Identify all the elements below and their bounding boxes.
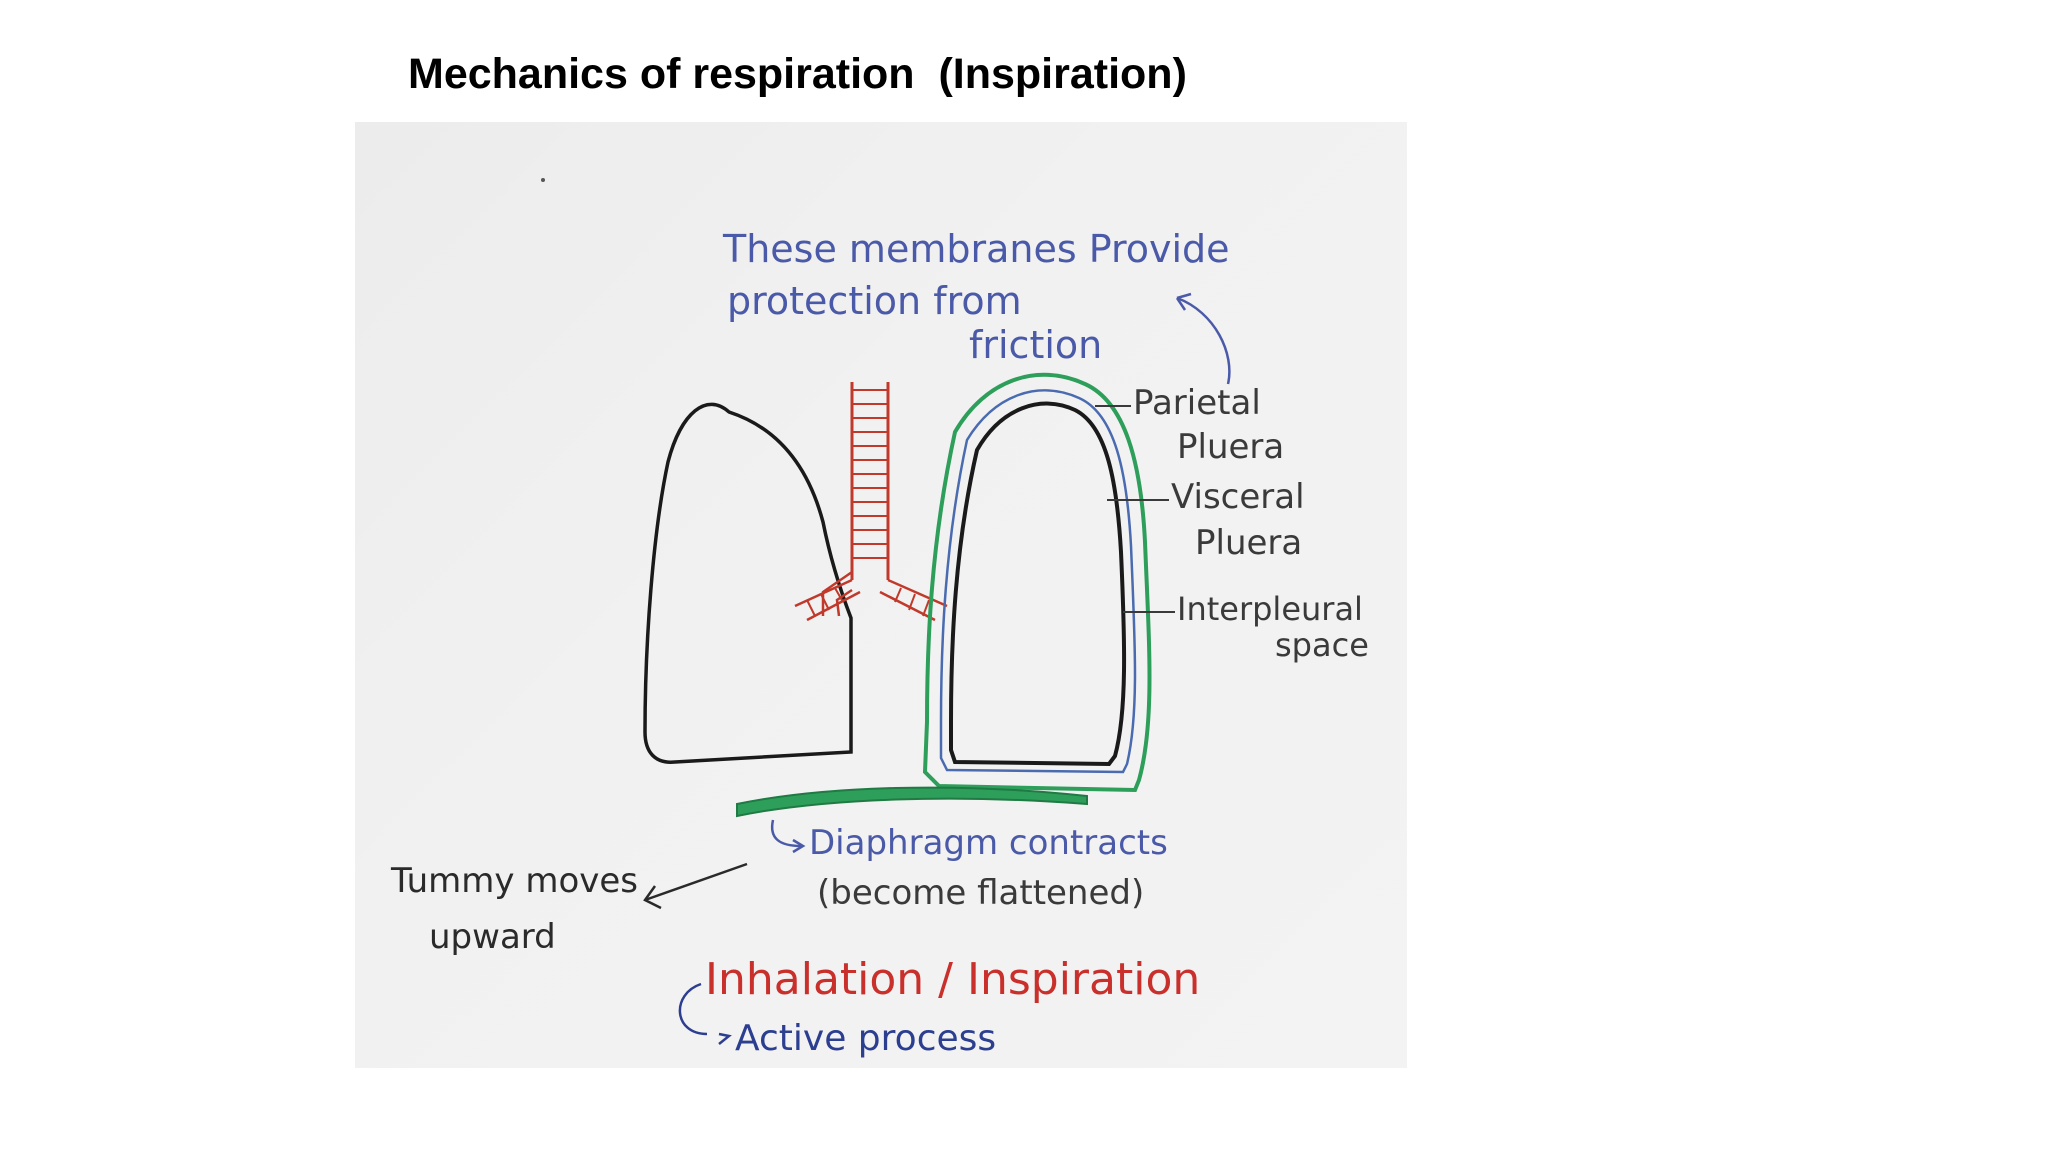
left-lung — [643, 402, 853, 764]
tummy-label-1: Tummy moves — [390, 861, 638, 901]
slide-title: Mechanics of respiration (Inspiration) — [408, 50, 1187, 98]
visceral-label-1: Visceral — [1171, 477, 1305, 517]
pencil-dot — [541, 178, 545, 182]
note-line-2: protection from — [727, 279, 1022, 323]
visceral-pleura — [939, 389, 1137, 774]
tummy-label-2: upward — [429, 917, 556, 957]
note-line-3: friction — [969, 323, 1102, 367]
diaphragm-label-1: Diaphragm contracts — [809, 823, 1168, 863]
parietal-label-2: Pluera — [1177, 427, 1284, 467]
tummy-arrow — [644, 862, 748, 902]
diaphragm-text: Diaphragm contracts (become flattened) — [809, 823, 1168, 913]
note-arrow — [1176, 296, 1231, 385]
inhalation-text: Inhalation / Inspiration Active process — [705, 954, 1200, 1059]
interpleural-label-2: space — [1275, 626, 1369, 664]
right-lung — [949, 401, 1127, 767]
membranes-note: These membranes Provide protection from … — [722, 227, 1230, 367]
active-arrowhead — [718, 1032, 732, 1045]
lung-diagram: These membranes Provide protection from … — [390, 178, 1369, 1059]
visceral-label-2: Pluera — [1195, 523, 1302, 563]
tummy-arrowhead — [643, 885, 662, 910]
diaphragm — [736, 786, 1088, 818]
tummy-text: Tummy moves upward — [390, 861, 638, 957]
diaphragm-arrow — [770, 819, 802, 848]
parietal-pleura — [922, 372, 1152, 793]
lung-diagram-photo: These membranes Provide protection from … — [355, 122, 1407, 1068]
inhalation-label: Inhalation / Inspiration — [705, 954, 1200, 1005]
note-line-1: These membranes Provide — [722, 227, 1230, 271]
label-leaders — [1095, 405, 1175, 613]
anatomy-labels: Parietal Pluera Visceral Pluera Interple… — [1133, 383, 1369, 664]
active-arrow — [678, 982, 708, 1036]
active-process-label: Active process — [735, 1018, 996, 1059]
note-arrowhead — [1175, 292, 1192, 311]
trachea — [794, 382, 948, 622]
interpleural-label-1: Interpleural — [1177, 590, 1363, 628]
diaphragm-arrowhead — [792, 838, 806, 854]
diaphragm-label-2: (become flattened) — [817, 873, 1144, 913]
parietal-label-1: Parietal — [1133, 383, 1261, 423]
